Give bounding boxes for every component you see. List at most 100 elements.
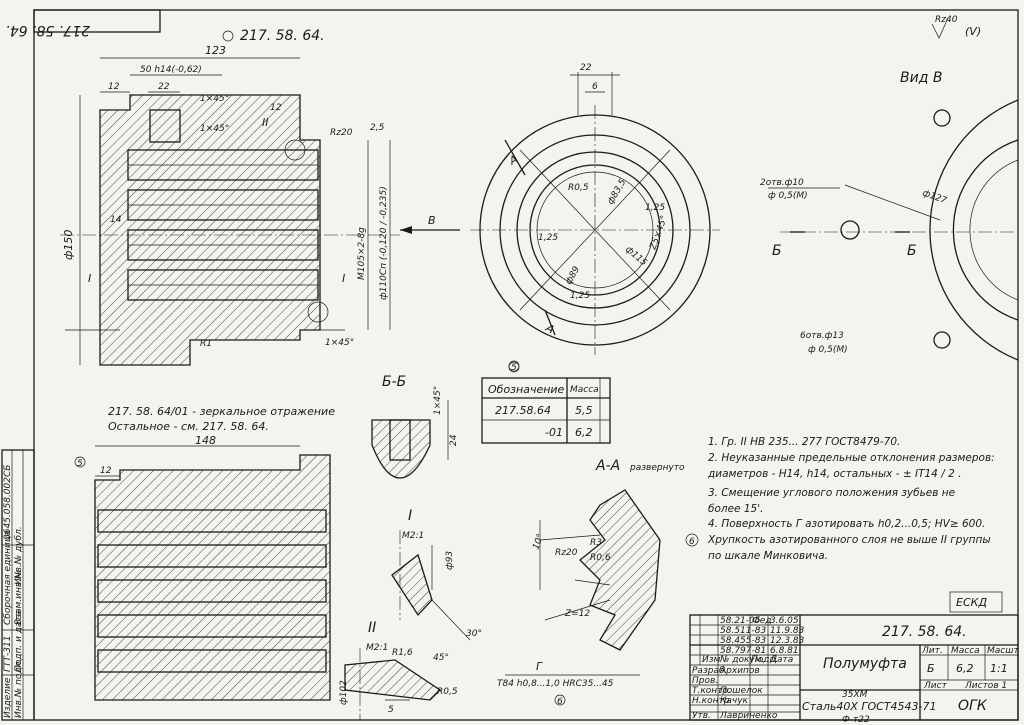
margin-podp-data: Подп. и дата (14, 611, 24, 672)
dim-12-bottom: 12 (100, 466, 112, 476)
tb-row-9-role: Утв. (692, 711, 711, 721)
mass-row-1-mass: 5,5 (575, 404, 593, 417)
dim-1-25-left: 1,25 (538, 233, 558, 243)
note-1: 1. Гр. II HB 235... 277 ГОСТ8479-70. (708, 436, 900, 448)
note-3: 3. Смещение углового положения зубьев не (708, 487, 955, 499)
hole-13-note: 6отв.ф13 (800, 331, 844, 341)
dim-89: ф89 (564, 265, 582, 287)
dim-14: 14 (110, 215, 122, 225)
dim-r3: R3 (590, 538, 602, 548)
sheet-label: Лист (923, 681, 948, 691)
dim-10-deg: 10° (531, 533, 546, 551)
section-bb (371, 400, 449, 479)
dim-r1: R1 (200, 339, 212, 349)
arrow-b-label: В (428, 214, 436, 227)
tb-row-1-name: 58.21-05 (720, 616, 761, 626)
detail-i (391, 530, 471, 641)
dim-150: ф150 (62, 230, 75, 260)
tb-header-izm: Изм (702, 655, 721, 665)
section-aa (505, 489, 661, 676)
format-label: Ф-т22 (842, 715, 870, 725)
dim-thread: М105×2-8g (357, 227, 367, 280)
margin-inv-podl: Инв.№ подл. (14, 659, 24, 718)
circle-5-table: 5 (511, 363, 517, 373)
tb-row-5-role: Разраб. (692, 666, 727, 676)
eskd-mark: ЕСКД (956, 596, 987, 609)
scale-value: 1:1 (990, 662, 1008, 675)
dim-127: ф127 (921, 188, 948, 206)
dim-z12: Z=12 (564, 609, 590, 619)
detail-i-label: I (408, 508, 412, 524)
tb-row-4-name: 58.797-81 (720, 646, 766, 656)
mass-table-header-designation: Обозначение (488, 383, 565, 396)
dim-r0-5-detail: R0,5 (437, 687, 458, 697)
mirror-note-2: Остальное - см. 217. 58. 64. (108, 420, 269, 433)
stamp-number: 217. 58. 64. (5, 22, 90, 38)
tb-row-1-date: 3.6.05 (770, 616, 799, 626)
part-name: Полумуфта (823, 656, 907, 672)
main-section-view (60, 57, 460, 366)
note-4c: по шкале Минковича. (708, 550, 828, 562)
surface-g-label: Г (536, 660, 543, 673)
dim-5: 5 (388, 705, 394, 715)
tb-row-3-name: 58.455-83 (720, 636, 766, 646)
dim-chamfer-1: 1×45° (200, 94, 229, 104)
cut-a-top: А (506, 153, 520, 169)
dim-r0-6: R0,6 (590, 553, 611, 563)
heat-treat-note: Т84 h0,8...1,0 HRC35...45 (497, 679, 614, 689)
circle-6-notes: 6 (689, 537, 695, 547)
section-aa-suffix: развернуто (629, 463, 685, 473)
rz20: Rz20 (330, 128, 353, 138)
cut-b-right: Б (907, 243, 917, 259)
header-scale: Масшт (987, 646, 1019, 656)
note-2: 2. Неуказанные предельные отклонения раз… (708, 452, 995, 464)
detail-i-scale: М2:1 (402, 531, 424, 541)
dim-22-top: 22 (580, 63, 592, 73)
mass-table-header-mass: Масса (570, 385, 599, 395)
hole-10-note: 2отв.ф10 (760, 178, 804, 188)
material-line-1: 35ХМ (842, 690, 868, 700)
header-lit: Лит. (921, 646, 943, 656)
mirror-note-1: 217. 58. 64/01 - зеркальное отражение (108, 405, 335, 418)
dim-102: ф102 (339, 680, 349, 705)
dim-z5x45: Z5×45° (648, 214, 670, 252)
tb-row-8-role: Н.контр. (692, 696, 732, 706)
tb-row-3-date: 12.3.83 (770, 636, 805, 646)
left-margin-labels: Изделие ГТТ-311 Сборочная единица 0645.0… (3, 465, 24, 718)
dim-30-deg: 30° (466, 629, 482, 639)
dim-chamfer-bb: 1×45° (433, 386, 443, 415)
detail-ii-label: II (368, 620, 376, 636)
detail-ii (344, 648, 442, 720)
hole-13-position: ф 0,5(М) (808, 345, 848, 355)
svg-text:Rz40: Rz40 (935, 15, 958, 25)
svg-text:(V): (V) (965, 25, 981, 38)
view-b (768, 99, 1019, 361)
dim-r05: R0,5 (568, 183, 589, 193)
tb-row-1-sign: Фед (752, 616, 772, 626)
mass-row-2-mass: 6,2 (575, 426, 593, 439)
org-label: ОГК (958, 698, 988, 714)
header-mass: Масса (951, 646, 980, 656)
dim-1-25-bottom: 1,25 (570, 291, 590, 301)
dim-6: 6 (592, 82, 598, 92)
dim-123: 123 (205, 44, 226, 57)
cut-b-left: Б (772, 243, 782, 259)
circle-6-bottom: 6 (557, 697, 563, 707)
view-b-label: Вид В (900, 70, 942, 86)
margin-vzam: Взам.инв.№ (14, 570, 24, 625)
dim-chamfer-3: 1×45° (325, 338, 354, 348)
cut-i-right: I (342, 272, 345, 285)
title-drawing-number: 217. 58. 64. (882, 624, 967, 640)
dim-rz20-aa: Rz20 (555, 548, 578, 558)
section-aa-label: А-А (595, 458, 620, 474)
note-4b: Хрупкость азотированного слоя не выше II… (707, 534, 991, 546)
dim-110: ф110Сп (-0,120 / -0,235) (379, 186, 389, 300)
tb-header-sign: Подп. (751, 655, 778, 665)
dim-12-right: 12 (270, 103, 282, 113)
dim-12: 12 (108, 82, 120, 92)
dim-24: 24 (449, 434, 459, 446)
dim-50: 50 h14(-0,62) (140, 65, 202, 75)
title-block (689, 614, 1019, 721)
sheets-count: Листов 1 (964, 681, 1007, 691)
